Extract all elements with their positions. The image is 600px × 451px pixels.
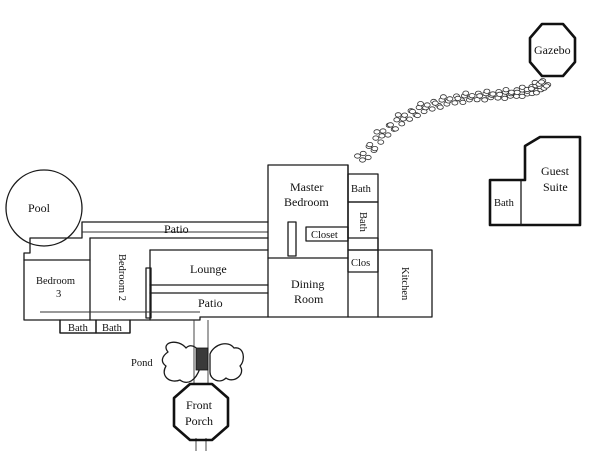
- stepping-stone: [501, 95, 509, 102]
- stepping-stone: [446, 96, 454, 102]
- pond: Pond: [131, 341, 245, 383]
- stepping-stone: [436, 104, 444, 110]
- stepping-stone: [384, 132, 392, 138]
- stepping-stone: [476, 93, 484, 99]
- kitchen-label: Kitchen: [399, 267, 410, 301]
- pool-outline: [5, 169, 83, 247]
- master-bedroom-label-line1: Master: [290, 180, 323, 194]
- stepping-stone: [481, 97, 489, 103]
- guest-bath-label: Bath: [494, 198, 515, 209]
- stepping-stone: [483, 88, 491, 94]
- closet-label: Closet: [311, 230, 338, 241]
- stepping-stone: [538, 79, 545, 85]
- front-porch-label-line1: Front: [186, 398, 213, 412]
- stepping-stone: [508, 89, 515, 95]
- dining-room-label-line1: Dining: [291, 277, 324, 291]
- stepping-stone: [394, 112, 402, 118]
- stepping-stone: [518, 93, 526, 100]
- bedroom3-number: 3: [56, 289, 61, 300]
- front-porch-label-line2: Porch: [185, 414, 213, 428]
- stepping-stone: [377, 139, 385, 145]
- pond-label: Pond: [131, 358, 153, 369]
- lounge-label: Lounge: [190, 262, 227, 276]
- stepping-stone: [513, 89, 521, 96]
- pond-outline-right: [209, 343, 245, 382]
- stepping-stone: [489, 91, 497, 97]
- bedroom3-label: Bedroom: [36, 276, 75, 287]
- stepping-stone-path: [354, 78, 552, 163]
- front-porch: Front Porch: [172, 382, 230, 442]
- stepping-stone: [366, 142, 374, 148]
- stepping-stone: [379, 128, 387, 134]
- stepping-stone: [454, 95, 462, 102]
- stepping-stone: [354, 153, 361, 159]
- bath-left-label: Bath: [68, 323, 89, 334]
- stepping-stone: [502, 87, 510, 93]
- patio-bottom-label: Patio: [198, 296, 223, 310]
- pool: Pool: [5, 169, 83, 247]
- stepping-stone: [371, 146, 379, 152]
- gazebo-outline: [528, 22, 577, 78]
- pool-label: Pool: [28, 201, 51, 215]
- stepping-stone: [401, 112, 409, 118]
- front-walkway: [193, 320, 209, 451]
- bath-right: [95, 319, 131, 334]
- bedroom2-closet: [145, 267, 152, 319]
- dining-room-label-line2: Room: [294, 292, 324, 306]
- master-bedroom-label-line2: Bedroom: [284, 195, 329, 209]
- stepping-stone: [373, 129, 381, 135]
- stepping-stone: [451, 100, 459, 106]
- stepping-stone: [406, 116, 414, 122]
- stepping-stone: [459, 99, 467, 106]
- guest-suite: Guest Suite Bath: [488, 135, 582, 227]
- master-wardrobe: [287, 221, 297, 257]
- stepping-stone: [392, 126, 399, 132]
- guest-suite-label-line2: Suite: [543, 180, 568, 194]
- main-house: Patio Patio Bedroom 3 Bedroom 2 Lounge M…: [23, 164, 433, 334]
- guest-suite-label-line1: Guest: [541, 164, 570, 178]
- patio-top-label: Patio: [164, 222, 189, 236]
- stepping-stone: [409, 108, 416, 115]
- stepping-stone: [414, 112, 421, 119]
- clos-label: Clos: [351, 258, 370, 269]
- stepping-stone: [543, 83, 550, 89]
- stepping-stone: [417, 101, 425, 107]
- bath-right-label: Bath: [102, 323, 123, 334]
- stepping-stone: [359, 157, 366, 163]
- gazebo-label: Gazebo: [534, 43, 571, 57]
- stepping-stone: [387, 122, 394, 128]
- gazebo: Gazebo: [528, 22, 577, 78]
- bath-vertical-label: Bath: [357, 212, 368, 233]
- stepping-stone: [398, 121, 406, 127]
- stepping-stone: [528, 86, 535, 92]
- master-bath-label: Bath: [351, 184, 372, 195]
- stepping-stone: [364, 154, 372, 161]
- stepping-stone: [372, 135, 380, 141]
- stepping-stone: [439, 94, 447, 100]
- stepping-stone: [431, 100, 439, 106]
- guest-suite-outline: [488, 135, 582, 227]
- bedroom2-label: Bedroom 2: [116, 254, 127, 301]
- stepping-stone: [378, 133, 386, 139]
- stepping-stone: [533, 90, 540, 96]
- stepping-stone: [393, 117, 401, 123]
- stepping-stone: [423, 102, 431, 108]
- stepping-stone: [359, 150, 367, 157]
- stepping-stone: [496, 91, 504, 98]
- front-porch-outline: [172, 382, 230, 442]
- pond-outline: [161, 341, 201, 383]
- stepping-stone: [462, 90, 470, 96]
- stepping-stone: [468, 93, 476, 99]
- pond-bridge: [195, 347, 209, 371]
- stepping-stone: [428, 106, 436, 112]
